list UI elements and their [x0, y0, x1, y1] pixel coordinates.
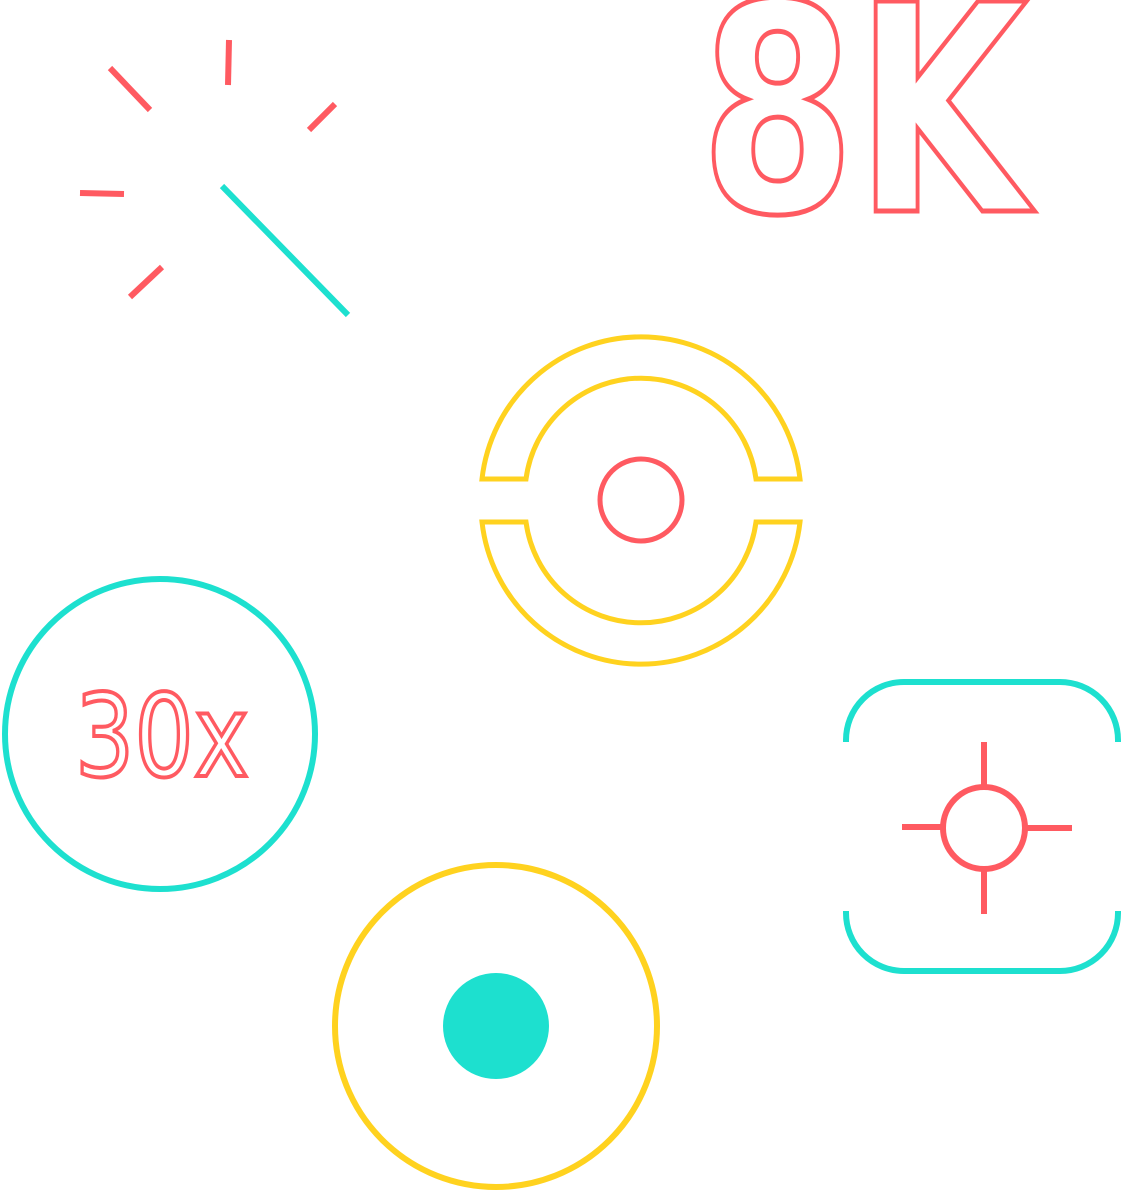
flash-ray-left	[79, 190, 125, 197]
shutter-button-icon	[332, 862, 660, 1190]
flash-ray-lower-left	[127, 264, 165, 300]
lens-lower-ring	[479, 519, 803, 667]
shutter-dot	[443, 973, 549, 1079]
zoom-30x-icon: 30x	[2, 576, 318, 892]
focus-frame-bottom	[843, 911, 1121, 974]
flash-ray-top	[225, 39, 232, 86]
zoom-ring	[2, 576, 318, 892]
focus-frame-top	[843, 679, 1121, 742]
flash-burst-icon	[79, 39, 351, 318]
resolution-label: 8K	[700, 0, 1036, 279]
focus-center-circle	[940, 784, 1028, 872]
camera-lens-icon	[479, 334, 803, 667]
shutter-ring	[332, 862, 660, 1190]
lens-upper-ring	[479, 334, 803, 482]
lens-center-circle	[597, 456, 685, 544]
flash-ray-upper-left	[107, 65, 153, 113]
flash-beam	[219, 183, 351, 318]
resolution-8k-icon: 8K	[698, 0, 1039, 282]
focus-target-icon	[843, 679, 1121, 974]
zoom-label: 30x	[75, 670, 249, 803]
flash-ray-upper-right	[306, 101, 338, 133]
